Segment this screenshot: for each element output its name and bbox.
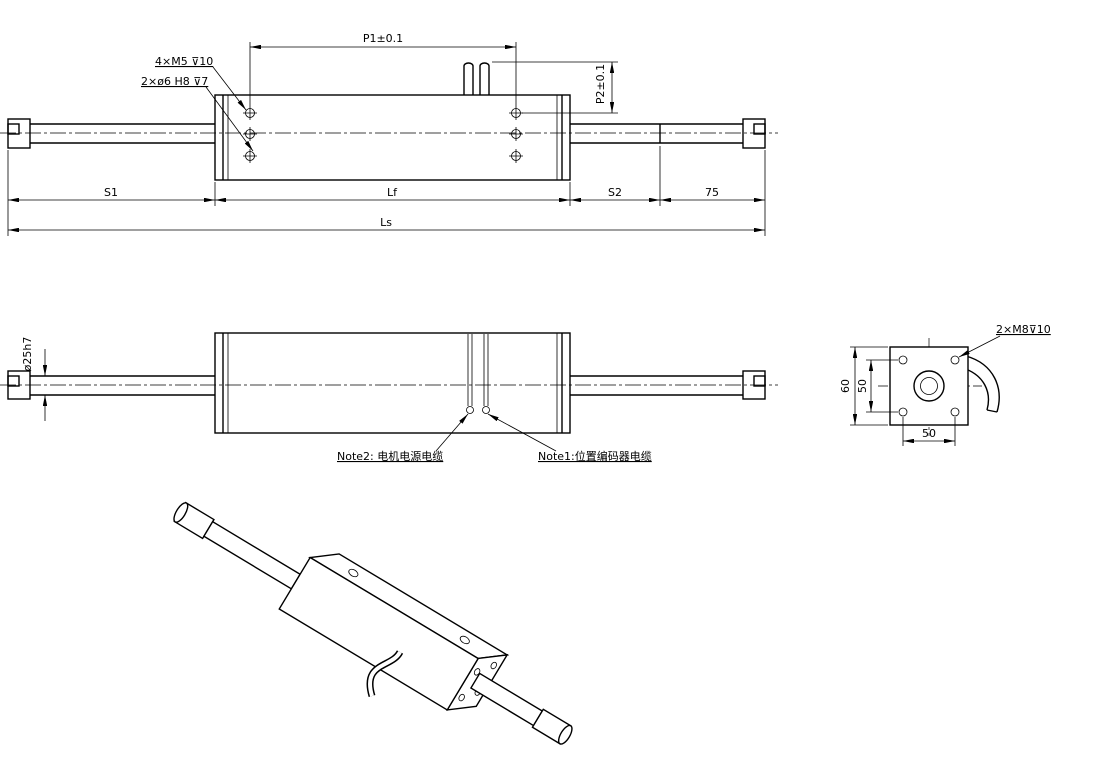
dim-s1: S1 [104, 186, 118, 199]
dim-p1: P1±0.1 [363, 32, 403, 45]
front-view: P1±0.1 4×M5 ⊽10 2×ø6 H8 ⊽7 P2±0.1 S1 Lf … [0, 32, 778, 236]
side-view: ø25h7 Note2: 电机电源电缆 Note1:位置编码器电缆 [0, 332, 778, 463]
end-view: 60 50 50 2×M8⊽10 [839, 323, 1051, 446]
cable-post [479, 62, 490, 95]
note2-motor-power-cable: Note2: 电机电源电缆 [337, 449, 443, 463]
cable [368, 650, 402, 697]
dim-75: 75 [705, 186, 719, 199]
callout-m8: 2×M8⊽10 [996, 323, 1051, 336]
dim-50-vertical: 50 [856, 379, 869, 393]
dim-s2: S2 [608, 186, 622, 199]
dim-50-horizontal: 50 [922, 427, 936, 440]
cable-post [463, 62, 474, 95]
cable [965, 355, 1000, 413]
isometric-view [173, 501, 573, 745]
callout-h8: 2×ø6 H8 ⊽7 [141, 75, 208, 88]
dim-ls: Ls [380, 216, 392, 229]
note1-encoder-cable: Note1:位置编码器电缆 [538, 449, 652, 463]
dim-lf: Lf [387, 186, 398, 199]
dim-p2: P2±0.1 [594, 64, 607, 104]
callout-m5: 4×M5 ⊽10 [155, 55, 213, 68]
dim-shaft-dia: ø25h7 [21, 337, 34, 372]
dim-60: 60 [839, 379, 852, 393]
